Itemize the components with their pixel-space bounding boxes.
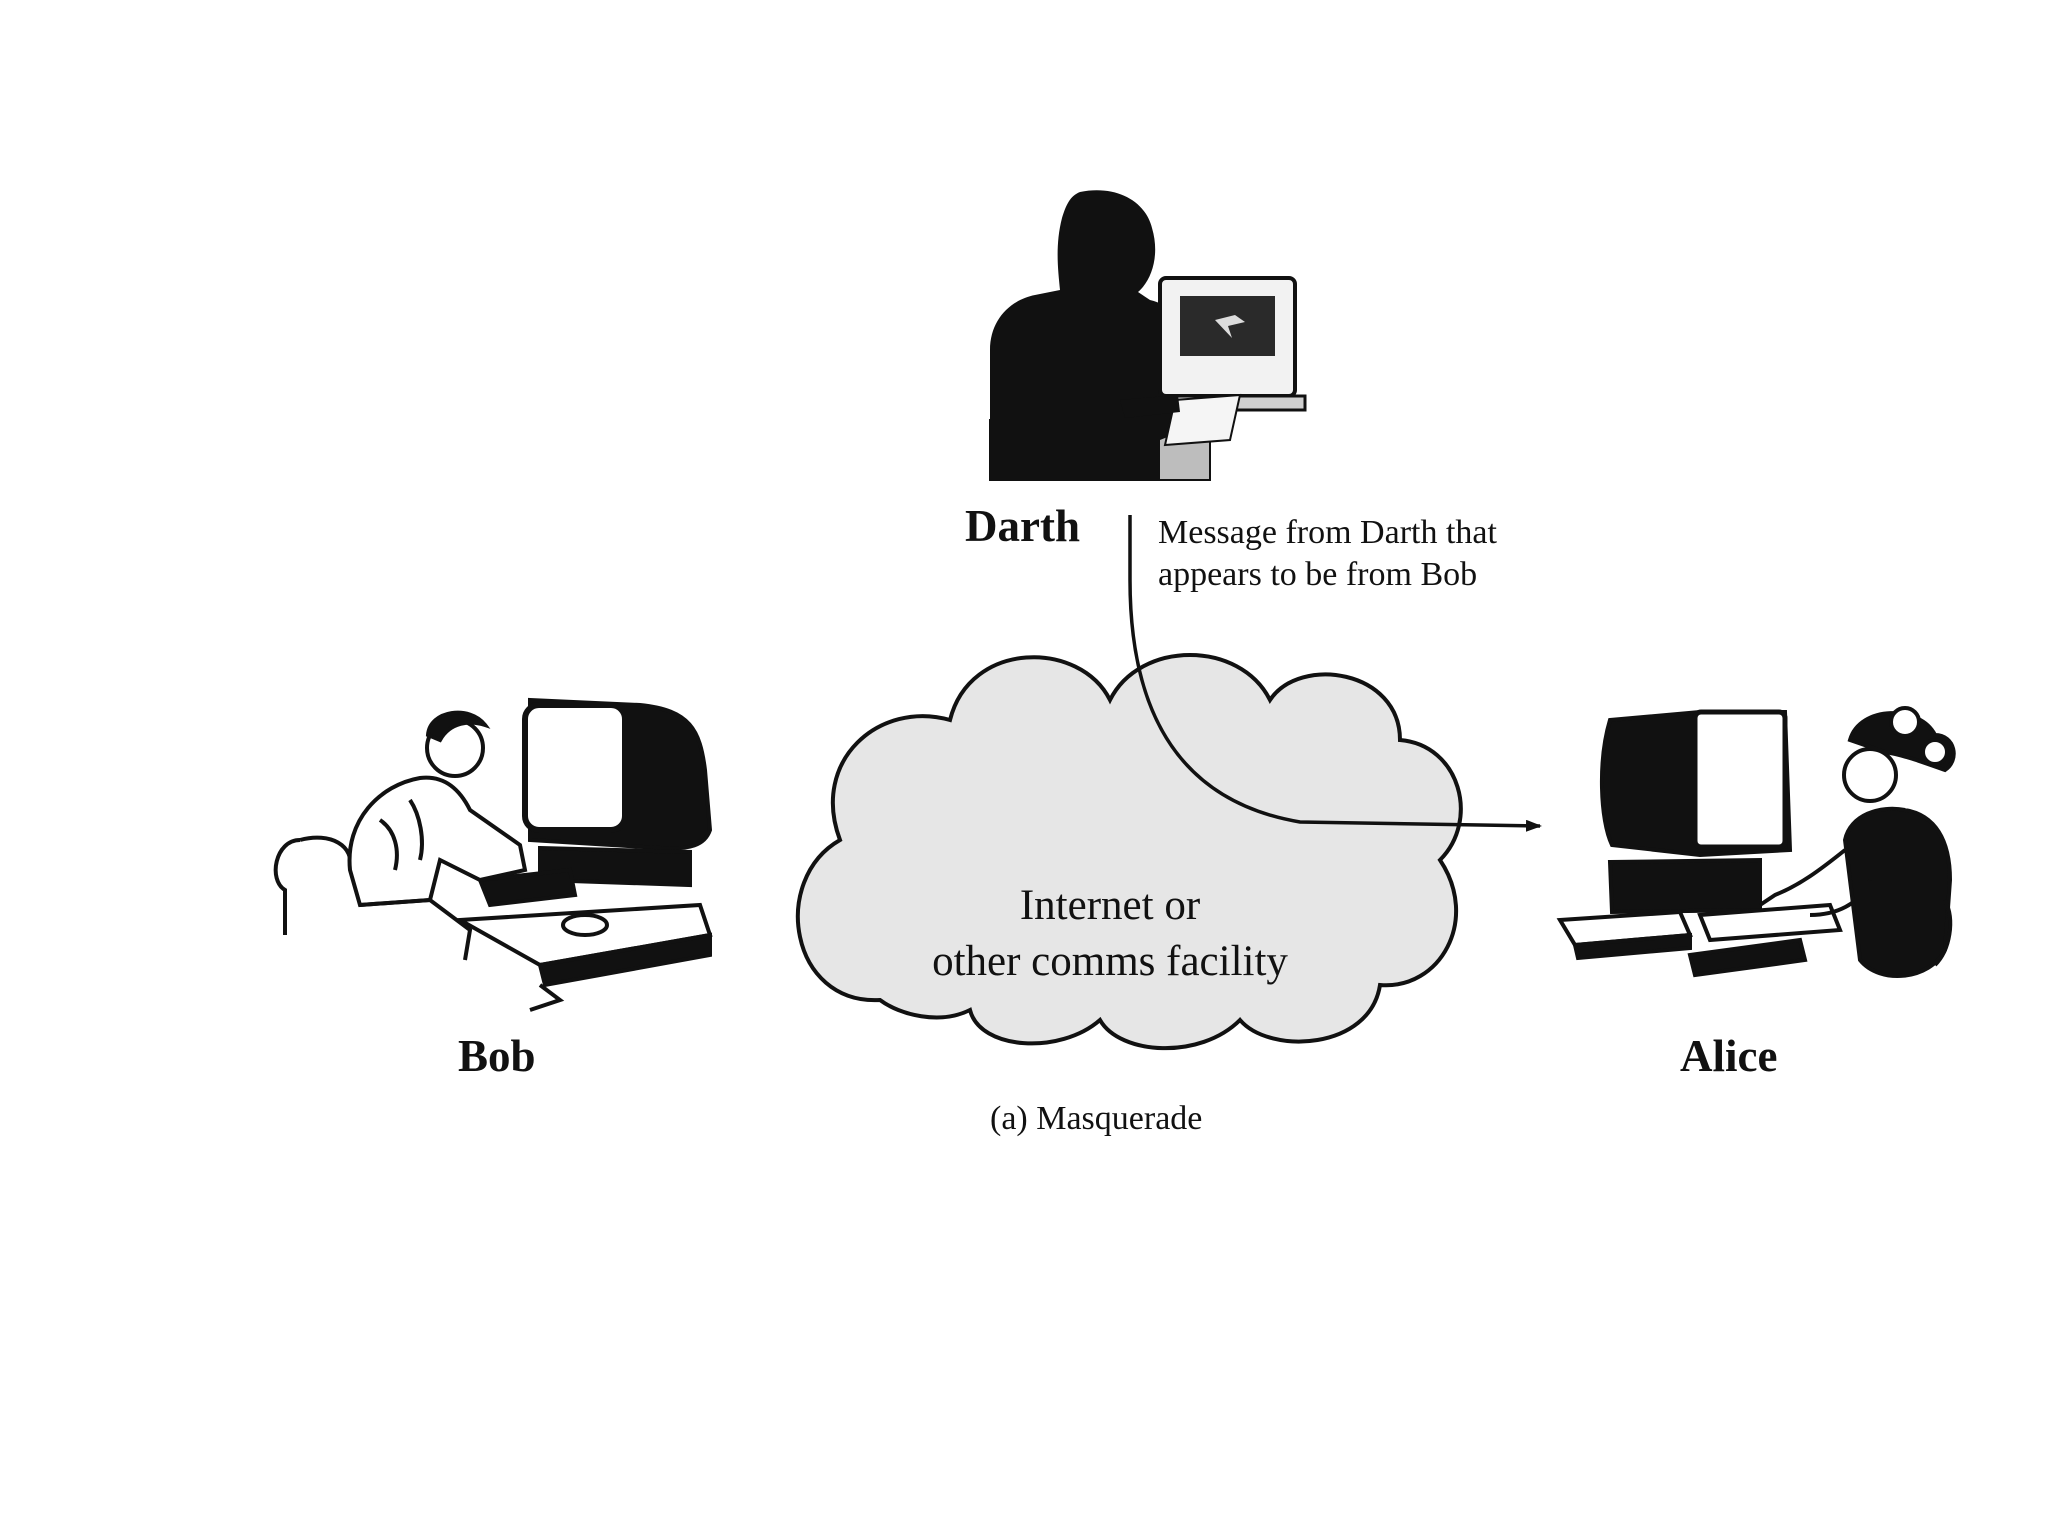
cloud-label-line2: other comms facility (932, 938, 1288, 985)
darth-label: Darth (965, 501, 1080, 551)
alice-at-computer-icon (1556, 706, 1956, 978)
message-caption: Message from Darth that appears to be fr… (1158, 514, 1497, 593)
bob-label: Bob (458, 1031, 536, 1081)
darth-silhouette-at-computer-icon (989, 190, 1307, 481)
cloud-icon (795, 653, 1463, 1051)
bob-at-computer-icon (273, 697, 713, 1012)
message-arrow (1128, 515, 1542, 832)
cloud-label-line1: Internet or (1019, 882, 1201, 929)
alice-label: Alice (1680, 1031, 1778, 1081)
figure-caption: (a) Masquerade (990, 1100, 1203, 1137)
